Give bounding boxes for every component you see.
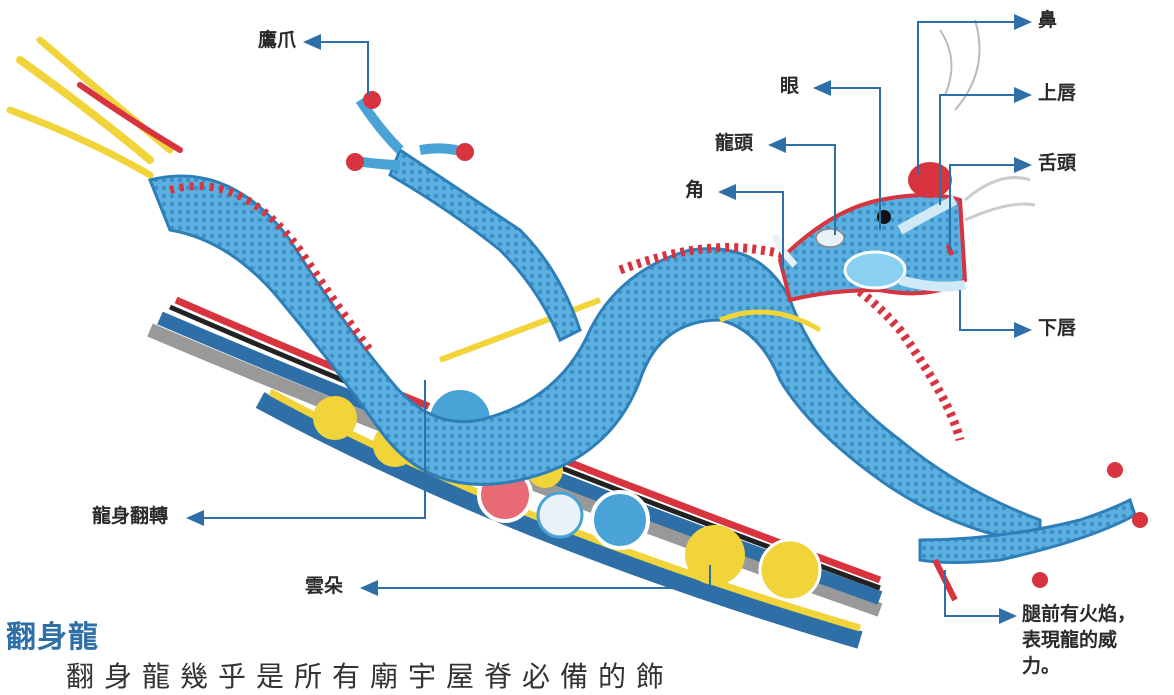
body-text: 翻身龍幾乎是所有廟宇屋脊必備的飾 [66, 660, 675, 693]
callout-claw [303, 34, 369, 95]
label-claw: 鷹爪 [258, 29, 297, 51]
label-flame-line1: 腿前有火焰， [1022, 603, 1137, 625]
callout-cloud [360, 565, 711, 596]
label-nose: 鼻 [1038, 9, 1058, 31]
callout-lines [186, 14, 1032, 624]
callout-head [768, 137, 836, 235]
callout-eye [813, 80, 881, 230]
label-flame-line2: 表現龍的威 [1022, 629, 1118, 651]
callout-horn [718, 184, 784, 270]
label-tongue: 舌頭 [1038, 152, 1077, 174]
label-upper-lip: 上唇 [1038, 82, 1077, 104]
label-flame-line3: 力。 [1022, 655, 1061, 677]
label-lower-lip: 下唇 [1038, 317, 1077, 339]
label-eye: 眼 [780, 75, 800, 97]
callout-tongue [949, 157, 1032, 250]
callout-body-turn [186, 380, 426, 526]
callout-nose [917, 14, 1032, 175]
label-head: 龍頭 [715, 132, 754, 154]
callout-lower-lip [959, 290, 1032, 338]
section-title: 翻身龍 [6, 620, 99, 655]
callout-flame [944, 570, 1017, 624]
dragon-body [147, 19, 1148, 602]
label-horn: 角 [685, 179, 705, 201]
label-cloud: 雲朵 [305, 575, 344, 597]
label-body-turn: 龍身翻轉 [92, 505, 169, 527]
callout-upper-lip [939, 87, 1032, 205]
tail-flames [6, 36, 183, 179]
